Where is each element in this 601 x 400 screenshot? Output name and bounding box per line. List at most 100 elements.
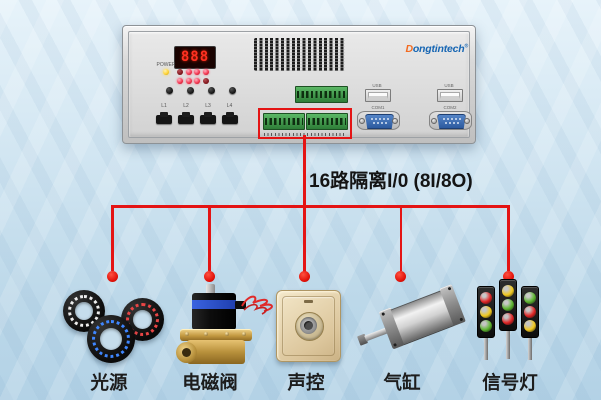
signal-light [524,306,536,319]
ventilation-grille [254,38,345,71]
usb2-label: USB [444,83,454,88]
db9-pins [443,118,445,120]
signal-light [524,292,536,304]
panel-button[interactable] [208,87,215,94]
registered-mark: ® [464,43,469,50]
connection-dot-4 [395,270,407,282]
air-cylinder [356,284,466,362]
signal-light [502,299,514,312]
signal-tower-body [499,279,517,331]
controller-chassis: 888 POWER L1 L2 L3 L4 Dongtintech® [122,25,476,144]
connection-drop-1 [111,205,114,271]
signal-tower-pole [528,338,532,360]
signal-tower-2 [499,279,517,359]
valve-coil-label-band [192,300,236,309]
signal-tower-body [521,286,539,338]
usb1-label: USB [372,83,382,88]
connection-dot-5 [502,270,514,282]
connection-dot-1 [106,270,118,282]
switch-plate-bevel [282,296,335,356]
switch-label-l3: L3 [205,103,211,109]
bolt-icon [242,332,246,336]
signal-light [502,285,514,297]
microphone-ring [300,317,317,334]
caption-signal-lights: 信号灯 [482,372,538,393]
io-terminal-block-right [306,113,348,130]
io-terminal-pin-labels [264,133,344,136]
indicator-led [177,77,183,84]
bolt-icon [204,332,208,336]
panel-button[interactable] [229,87,236,94]
indicator-led [177,69,183,75]
indicator-slot [304,300,313,303]
terminal-block-upper [295,86,348,103]
bolt-icon [381,312,386,317]
io-terminal-highlight-box [258,108,352,139]
cylinder-rotated-group [346,270,472,379]
ring-light-hole [100,328,122,350]
caption-air-cylinder: 气缸 [383,372,421,393]
ring-light-hole [133,310,152,329]
connection-line-center [303,135,306,272]
com2-label: COM2 [443,105,457,110]
toggle-switch-l1[interactable] [156,112,172,124]
com1-label: COM1 [371,105,385,110]
toggle-switch-l3[interactable] [200,112,216,124]
indicator-led [202,77,209,84]
ring-light-blue [87,315,135,363]
signal-tower-body [477,286,495,338]
com-port-2 [429,111,472,130]
signal-tower-pole [484,338,488,360]
ring-light-hole [75,302,93,320]
toggle-switch-l2[interactable] [178,112,194,124]
caption-solenoid-valve: 电磁阀 [182,372,238,393]
indicator-led [202,69,209,75]
valve-stem [206,284,215,296]
panel-button[interactable] [187,87,194,94]
switch-label-l2: L2 [183,103,189,109]
screw-icon [359,118,365,124]
brand-logo-text: ongtintech [412,43,465,55]
io-terminal-block-left [263,113,305,130]
signal-light [524,320,536,333]
microphone-sensor [295,312,324,341]
ring-light-leds [68,295,100,327]
connection-drop-2 [208,205,211,271]
screw-icon [431,118,437,124]
panel-button[interactable] [166,87,173,94]
bolt-icon [225,332,229,336]
com-port-1 [357,111,400,130]
connection-drop-4 [399,205,402,271]
bolt-icon [185,332,189,336]
toggle-switch-l4[interactable] [221,112,238,124]
indicator-led [185,77,192,84]
db9-connector [437,114,466,129]
bolt-icon [447,286,452,291]
io-annotation-label: 16路隔离I/0 (8I/8O) [309,171,473,192]
sound-control-switch [276,290,341,362]
connection-dot-2 [203,270,215,282]
signal-light [480,292,492,304]
db9-pins [371,118,373,120]
brand-logo-initial: D [405,43,413,55]
switch-label-l4: L4 [226,103,233,109]
power-led [163,69,169,75]
connection-bus-line [111,205,509,208]
connection-drop-5 [507,205,510,271]
screw-icon [392,118,398,124]
microphone-core [304,321,313,330]
ring-light-red [121,298,164,341]
valve-conduit [235,301,246,309]
indicator-led [185,69,192,75]
power-label: POWER [156,62,176,68]
ring-light-leds [92,320,130,358]
usb-port-2 [437,89,463,102]
connection-dot-3 [298,270,310,282]
solenoid-valve [176,284,278,368]
signal-light [502,313,514,326]
db9-connector [365,114,394,129]
bolt-icon [393,342,397,347]
signal-light [480,306,492,319]
bolt-icon [459,317,464,322]
ring-light-leds [126,303,159,336]
